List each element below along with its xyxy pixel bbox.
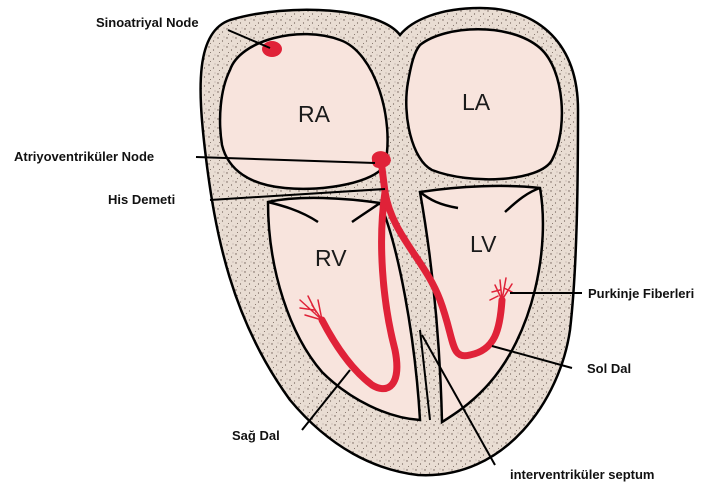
label-sa-node: Sinoatriyal Node (96, 15, 199, 30)
label-sol-dal: Sol Dal (587, 361, 631, 376)
label-rv: RV (315, 245, 347, 271)
label-purkinje: Purkinje Fiberleri (588, 286, 694, 301)
label-ra: RA (298, 101, 331, 127)
label-la: LA (462, 89, 491, 115)
label-lv: LV (470, 231, 497, 257)
label-sag-dal: Sağ Dal (232, 428, 280, 443)
label-his: His Demeti (108, 192, 175, 207)
label-av-node: Atriyoventriküler Node (14, 149, 154, 164)
label-septum: interventriküler septum (510, 467, 655, 482)
sa-node (262, 41, 282, 57)
